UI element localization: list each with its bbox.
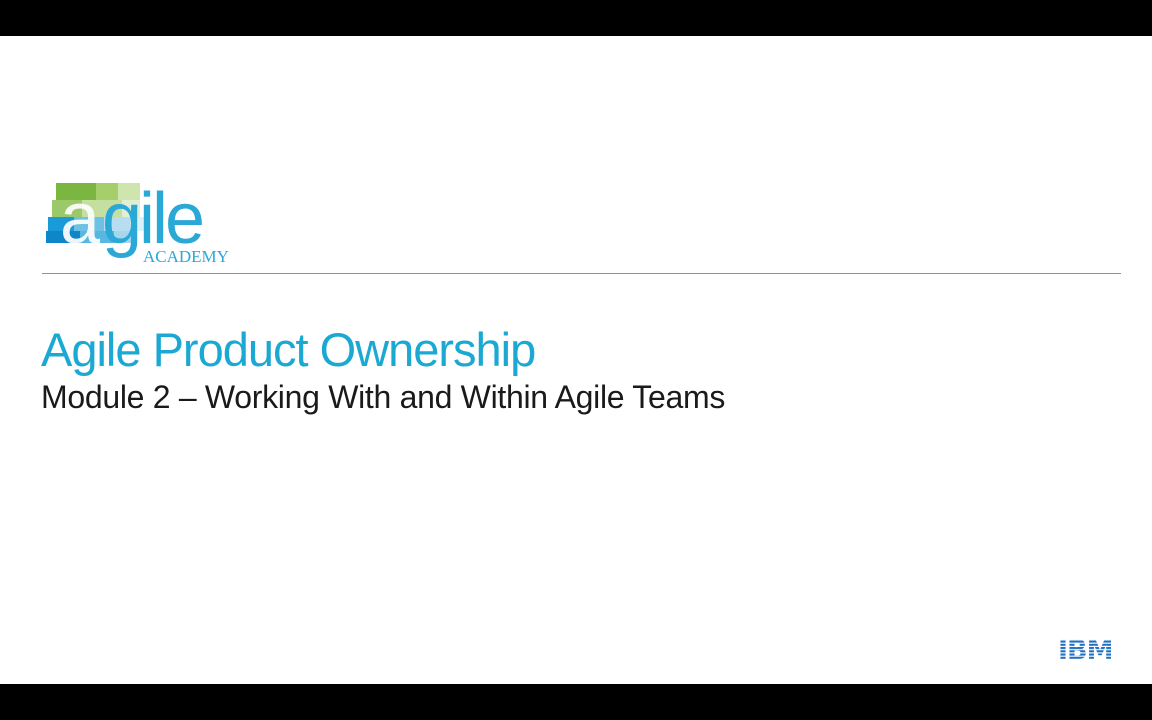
header-divider — [42, 273, 1121, 274]
logo-wordmark: gile — [102, 182, 202, 259]
letterbox-top — [0, 0, 1152, 36]
slide-title: Agile Product Ownership — [41, 323, 536, 376]
logo-tagline: ACADEMY — [143, 247, 229, 266]
logo-wordmark-a: a — [60, 182, 101, 259]
agile-academy-logo: a gile ACADEMY — [46, 182, 256, 268]
ibm-logo-text: IBM — [1058, 635, 1113, 660]
title-slide: a gile ACADEMY Agile Product Ownership M… — [0, 36, 1152, 684]
letterbox-bottom — [0, 684, 1152, 720]
slide-subtitle: Module 2 – Working With and Within Agile… — [41, 379, 726, 415]
ibm-logo: IBM — [1058, 634, 1120, 660]
